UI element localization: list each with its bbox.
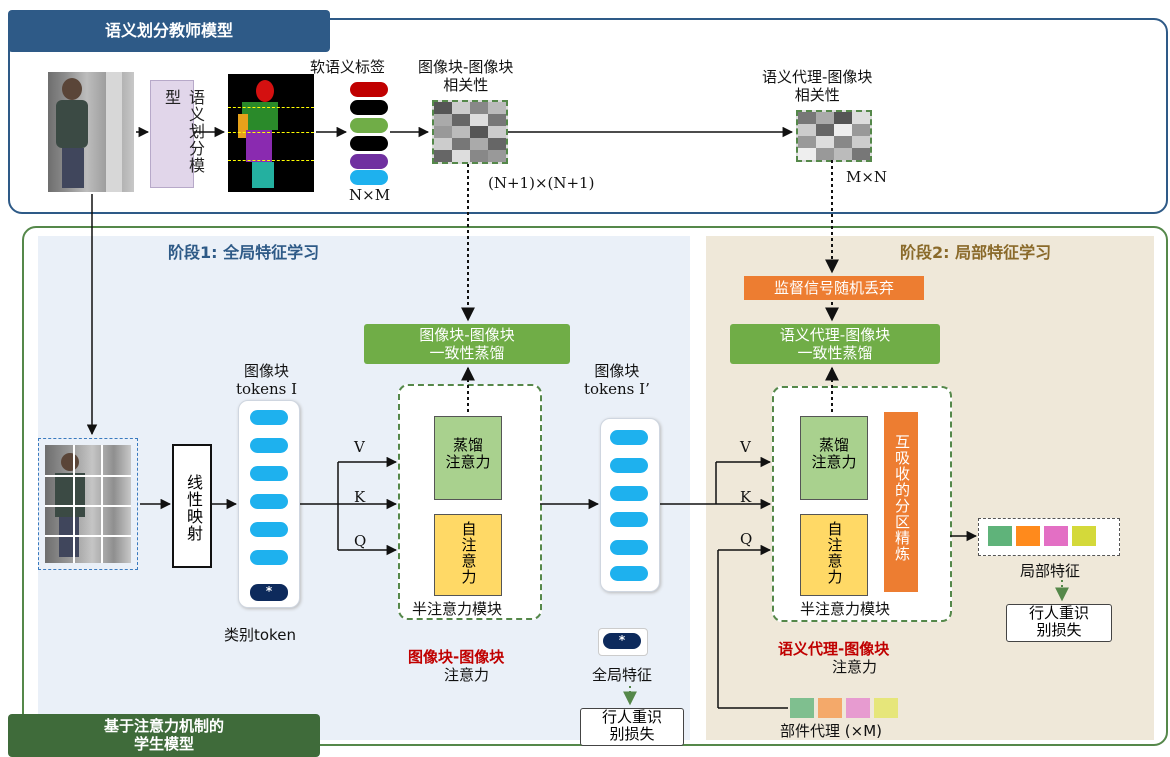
token <box>610 540 648 555</box>
token <box>250 410 288 425</box>
proxy-distill-box: 语义代理-图像块 一致性蒸馏 <box>730 324 940 364</box>
linear-projection-box: 线性映射 <box>172 444 212 568</box>
proxy-size-label: M×N <box>846 168 888 186</box>
token <box>250 466 288 481</box>
label-pill-blue <box>350 170 388 185</box>
k-label-1: K <box>354 488 366 506</box>
part-proxy-4 <box>874 698 898 718</box>
proxy-corr-title: 语义代理-图像块 相关性 <box>762 68 873 104</box>
local-feature-2 <box>1016 526 1040 546</box>
k-label-2: K <box>740 488 752 506</box>
soft-label-title: 软语义标签 <box>310 58 386 76</box>
part-proxy-1 <box>790 698 814 718</box>
tokens-i-label: 图像块 tokens I <box>236 362 298 398</box>
part-proxy-3 <box>846 698 870 718</box>
stage2-title: 阶段2: 局部特征学习 <box>900 243 1052 262</box>
nm-label: N×M <box>349 186 391 204</box>
part-proxy-label: 部件代理 (×M) <box>780 722 882 740</box>
label-pill-red <box>350 82 388 97</box>
reid-loss-box-1: 行人重识 别损失 <box>580 708 684 746</box>
attn-label-red-1: 图像块-图像块 <box>408 648 505 666</box>
v-label-2: V <box>740 438 751 456</box>
distill-attn-2: 蒸馏 注意力 <box>800 416 868 500</box>
linear-projection-label: 线性映射 <box>184 474 203 542</box>
patch-size-label: (N+1)×(N+1) <box>488 174 595 192</box>
local-feature-3 <box>1044 526 1068 546</box>
semi-module-label-1: 半注意力模块 <box>412 600 503 618</box>
semi-module-label-2: 半注意力模块 <box>800 600 891 618</box>
token <box>610 566 648 581</box>
person-image <box>48 72 134 192</box>
reid-loss-box-2: 行人重识 别损失 <box>1006 604 1112 642</box>
tokens-i2-label: 图像块 tokens I’ <box>584 362 650 398</box>
local-feature-1 <box>988 526 1012 546</box>
token <box>610 512 648 527</box>
token <box>610 486 648 501</box>
self-attn-1: 自注意力 <box>434 514 502 596</box>
global-feature-label: 全局特征 <box>592 666 653 684</box>
drop-signal-box: 监督信号随机丢弃 <box>744 276 924 300</box>
label-pill-purple <box>350 154 388 169</box>
q-label-1: Q <box>354 532 367 550</box>
partition-refine-box: 互吸收的分区精炼 <box>884 412 918 592</box>
stage1-bg <box>38 236 690 740</box>
attn-label-red-2: 语义代理-图像块 <box>778 640 890 658</box>
attn-label-black-1: 注意力 <box>444 666 490 684</box>
token <box>610 430 648 445</box>
student-title: 基于注意力机制的 学生模型 <box>8 714 320 757</box>
segmentation-map <box>228 74 314 192</box>
label-pill-black2 <box>350 136 388 151</box>
label-pill-green <box>350 118 388 133</box>
q-label-2: Q <box>740 530 753 548</box>
patch-grid-image <box>38 438 138 570</box>
part-proxy-2 <box>818 698 842 718</box>
cls-token: * <box>250 584 288 601</box>
local-feature-label: 局部特征 <box>1020 562 1081 580</box>
label-pill-black <box>350 100 388 115</box>
token <box>250 522 288 537</box>
teacher-panel <box>8 18 1168 214</box>
token <box>610 458 648 473</box>
token <box>250 550 288 565</box>
local-feature-4 <box>1072 526 1096 546</box>
seg-model-box: 语义划分模型 <box>150 80 205 188</box>
v-label-1: V <box>354 438 365 456</box>
global-feature-token: * <box>603 633 641 649</box>
cls-token-label: 类别token <box>224 626 296 644</box>
self-attn-2: 自注意力 <box>800 514 868 596</box>
token <box>250 438 288 453</box>
patch-distill-box: 图像块-图像块 一致性蒸馏 <box>364 324 570 364</box>
proxy-corr-matrix <box>796 110 872 162</box>
patch-corr-matrix <box>432 100 508 164</box>
distill-attn-1: 蒸馏 注意力 <box>434 416 502 500</box>
stage1-title: 阶段1: 全局特征学习 <box>168 243 320 262</box>
seg-model-label: 语义划分模型 <box>162 89 205 174</box>
tokens-i2-column <box>600 418 660 592</box>
attn-label-black-2: 注意力 <box>832 658 878 676</box>
teacher-title: 语义划分教师模型 <box>8 10 330 52</box>
patch-corr-title: 图像块-图像块 相关性 <box>418 58 514 94</box>
token <box>250 494 288 509</box>
